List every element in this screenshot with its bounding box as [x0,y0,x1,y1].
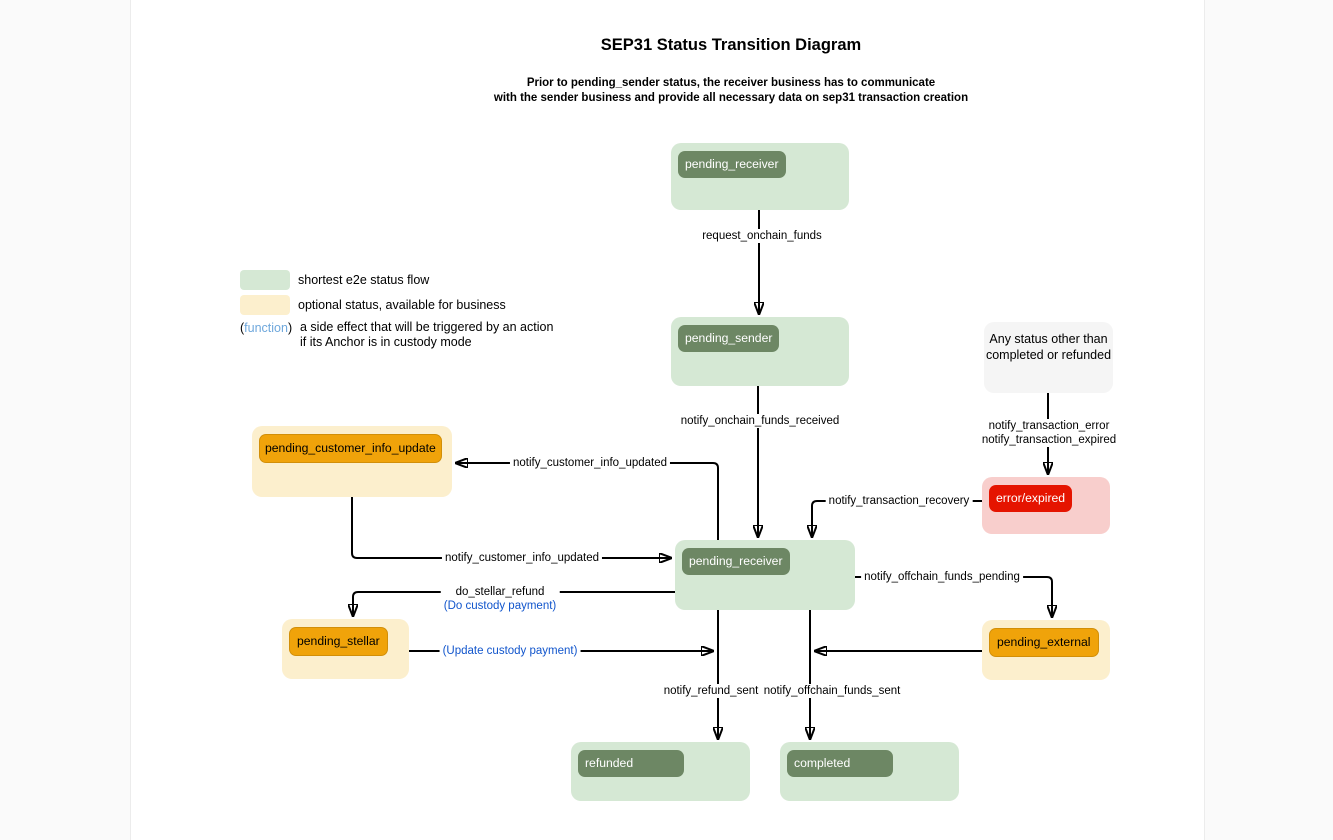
node-pending-receiver-mid-label: pending_receiver [682,548,790,575]
node-pending-external-label: pending_external [989,628,1099,657]
legend-swatch-green [240,270,290,290]
node-refunded-label: refunded [578,750,684,777]
node-pending-sender: pending_sender [671,317,849,386]
subtitle-line-1: Prior to pending_sender status, the rece… [526,77,936,89]
node-pending-stellar: pending_stellar [282,619,409,679]
node-pending-customer-info-update-label: pending_customer_info_update [259,434,442,463]
legend-function-token: (function) [240,321,292,335]
node-completed-label: completed [787,750,893,777]
edge-label-notify-offchain-funds-sent: notify_offchain_funds_sent [760,684,904,698]
edge-label-notify-customer-info-updated-up: notify_customer_info_updated [509,456,671,470]
function-desc-line-2: if its Anchor is in custody mode [300,335,472,349]
node-pending-receiver-top-label: pending_receiver [678,151,786,178]
function-paren-close: ) [287,321,293,335]
edge-label-do-custody-payment: (Do custody payment) [443,600,557,612]
legend-label-green: shortest e2e status flow [298,273,430,287]
legend-swatch-yellow [240,295,290,315]
node-pending-receiver-top: pending_receiver [671,143,849,210]
edge-label-request-onchain-funds: request_onchain_funds [699,229,825,243]
edge-label-notify-refund-sent: notify_refund_sent [660,684,762,698]
edge-label-notify-offchain-funds-pending: notify_offchain_funds_pending [861,570,1023,584]
node-pending-customer-info-update: pending_customer_info_update [252,426,452,497]
function-paren-open: ( [240,321,245,335]
node-pending-stellar-label: pending_stellar [289,627,388,656]
node-completed: completed [780,742,959,801]
node-refunded: refunded [571,742,750,801]
node-pending-receiver-mid: pending_receiver [675,540,855,610]
node-any-status-line-1: Any status other than [989,332,1108,346]
node-any-status: Any status other than completed or refun… [984,322,1113,393]
edge-label-notify-customer-info-updated-down: notify_customer_info_updated [441,551,603,565]
legend-function-desc: a side effect that will be triggered by … [300,320,553,350]
node-pending-external: pending_external [982,620,1110,680]
edge-label-notify-transaction-recovery: notify_transaction_recovery [825,494,973,508]
edge-label-do-stellar-refund-action: do_stellar_refund [455,586,545,598]
legend-label-yellow: optional status, available for business [298,298,506,312]
edge-label-do-stellar-refund: do_stellar_refund (Do custody payment) [440,585,560,613]
page-subtitle: Prior to pending_sender status, the rece… [494,76,968,106]
edge-label-update-custody-payment: (Update custody payment) [439,644,581,658]
node-error-expired: error/expired [982,477,1110,534]
node-error-expired-label: error/expired [989,485,1073,512]
function-word: function [244,321,288,335]
function-desc-line-1: a side effect that will be triggered by … [300,320,554,334]
node-any-status-line-2: completed or refunded [985,348,1112,362]
edge-label-notify-transaction-error: notify_transaction_error [988,420,1110,432]
node-pending-sender-label: pending_sender [678,325,780,352]
page-title: SEP31 Status Transition Diagram [600,36,862,54]
edge-label-notify-transaction-expired: notify_transaction_expired [981,434,1117,446]
subtitle-line-2: with the sender business and provide all… [493,92,969,104]
edge-label-notify-transaction-error-expired: notify_transaction_error notify_transact… [978,419,1120,447]
edge-label-notify-onchain-funds-received: notify_onchain_funds_received [677,414,843,428]
